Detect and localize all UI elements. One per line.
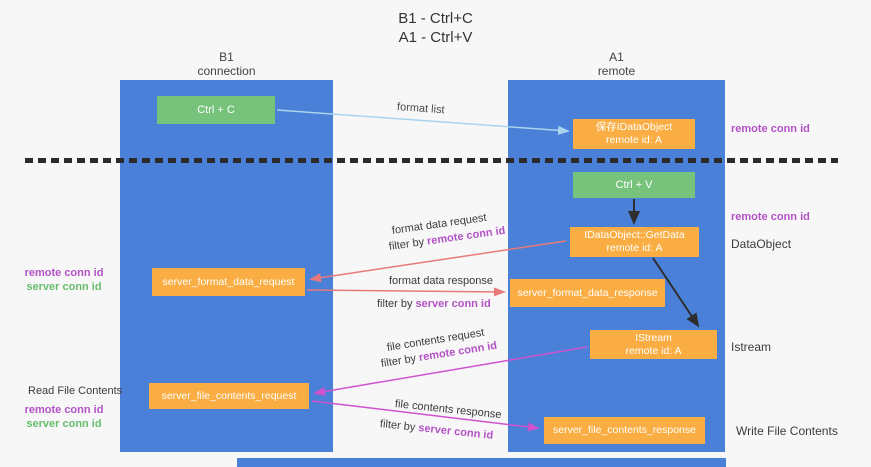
filter-by-text: filter by <box>388 235 428 253</box>
left-server-conn-id-label-1: server conn id <box>26 281 102 293</box>
column-b1-role: connection <box>197 64 256 78</box>
format-data-response-arrow <box>306 287 506 297</box>
right-remote-conn-id-label-2: remote conn id <box>731 211 810 223</box>
istream-line1: IStream <box>635 331 672 344</box>
istream-box: IStream remote id: A <box>590 330 717 359</box>
title-line-1: B1 - Ctrl+C <box>398 10 473 27</box>
filter-key-server-conn-id: server conn id <box>417 422 494 442</box>
server-format-data-request-box: server_format_data_request <box>152 268 305 296</box>
left-remote-conn-id-label-1: remote conn id <box>24 267 104 279</box>
filter-by-text: filter by <box>377 298 416 310</box>
write-file-contents-label: Write File Contents <box>736 424 838 438</box>
right-remote-conn-id-label-1: remote conn id <box>731 123 810 135</box>
server-file-contents-request-box: server_file_contents_request <box>149 383 309 409</box>
save-idataobject-box: 保存IDataObject remote id: A <box>573 119 695 149</box>
save-idataobject-line1: 保存IDataObject <box>595 121 673 133</box>
file-contents-response-label: file contents response <box>394 398 503 422</box>
column-b1-name: B1 <box>219 50 234 64</box>
server-file-contents-response-box: server_file_contents_response <box>544 417 705 444</box>
format-list-label: format list <box>396 101 445 117</box>
server-format-data-response-box: server_format_data_response <box>510 279 665 307</box>
bottom-lifeline-strip <box>237 458 726 467</box>
server-format-data-request-label: server_format_data_request <box>162 275 295 288</box>
format-data-response-label: format data response <box>389 275 493 287</box>
istream-line2: remote id: A <box>625 344 682 357</box>
diagram-title: B1 - Ctrl+C A1 - Ctrl+V <box>0 9 871 47</box>
filter-by-text: filter by <box>379 418 419 434</box>
ctrl-v-box: Ctrl + V <box>573 172 695 198</box>
format-data-response-filter: filter by server conn id <box>377 298 491 310</box>
ctrl-c-label: Ctrl + C <box>197 103 235 116</box>
column-header-b1: B1 connection <box>120 50 333 78</box>
ctrl-c-box: Ctrl + C <box>157 96 275 124</box>
ctrl-v-label: Ctrl + V <box>615 178 653 191</box>
left-remote-conn-id-label-2: remote conn id <box>24 404 104 416</box>
server-format-data-response-label: server_format_data_response <box>517 286 658 299</box>
server-file-contents-response-label: server_file_contents_response <box>552 424 696 436</box>
dataobject-label: DataObject <box>731 237 792 251</box>
column-a1-name: A1 <box>609 50 624 64</box>
left-server-conn-id-label-2: server conn id <box>26 418 102 430</box>
server-file-contents-request-label: server_file_contents_request <box>161 389 297 402</box>
idataobject-getdata-box: IDataObject::GetData remote id: A <box>570 227 699 257</box>
column-header-a1: A1 remote <box>508 50 725 78</box>
idataobject-getdata-line1: IDataObject::GetData <box>584 229 685 241</box>
read-file-contents-label: Read File Contents <box>28 385 123 397</box>
file-contents-response-filter: filter by server conn id <box>379 418 493 442</box>
title-line-2: A1 - Ctrl+V <box>398 29 473 46</box>
filter-key-server-conn-id: server conn id <box>415 298 491 310</box>
idataobject-getdata-line2: remote id: A <box>606 242 663 254</box>
istream-side-label: Istream <box>731 340 772 354</box>
dashed-divider <box>25 158 838 163</box>
filter-by-text: filter by <box>380 352 420 370</box>
save-idataobject-line2: remote id: A <box>605 134 663 146</box>
column-a1-role: remote <box>597 64 636 78</box>
